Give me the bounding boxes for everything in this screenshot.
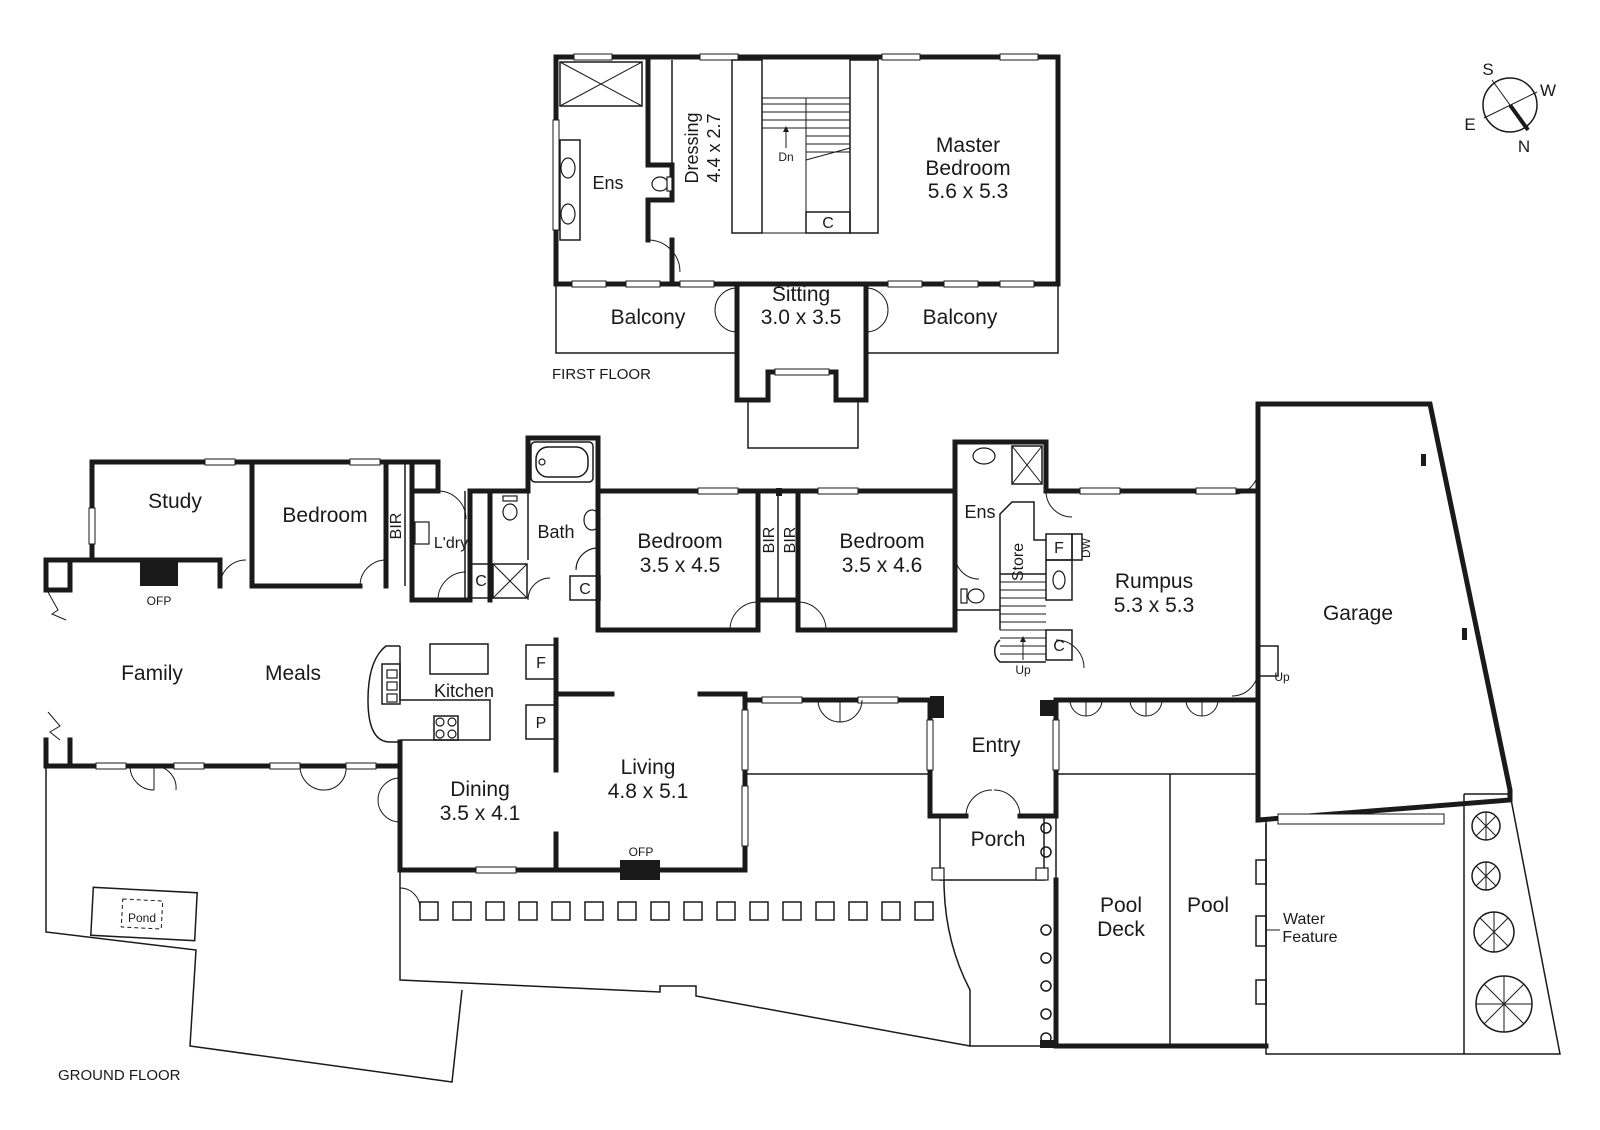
pergola-posts [419, 901, 934, 921]
pool-deck-plants [1040, 924, 1052, 1044]
pond-label: Pond [128, 911, 156, 925]
cupboard-label-first: C [822, 215, 834, 232]
ground-floor-title: GROUND FLOOR [58, 1067, 181, 1084]
living-label: Living [621, 756, 676, 779]
compass-west: W [1540, 81, 1556, 100]
porch-label: Porch [971, 828, 1026, 851]
pool-deck-label-2: Deck [1097, 918, 1145, 941]
store-label: Store [1010, 543, 1027, 581]
compass-south: S [1482, 60, 1493, 79]
dw-label: DW [1079, 537, 1093, 558]
bedroom-3-label: Bedroom [839, 530, 924, 553]
pond [90, 886, 198, 942]
dn-label: Dn [778, 150, 793, 164]
master-bedroom-size: 5.6 x 5.3 [928, 180, 1009, 203]
sitting-size: 3.0 x 3.5 [761, 306, 842, 329]
master-bedroom-label-2: Bedroom [925, 157, 1010, 180]
pool-label: Pool [1187, 894, 1229, 917]
bir-3-label: BIR [782, 527, 799, 554]
compass-east: E [1464, 115, 1475, 134]
dining-size: 3.5 x 4.1 [440, 802, 521, 825]
dining-label: Dining [450, 778, 510, 801]
laundry-label: L'dry [434, 535, 468, 552]
cupboard-laundry-label: C [475, 573, 487, 590]
bedroom-2-size: 3.5 x 4.5 [640, 554, 721, 577]
bath-label: Bath [537, 522, 574, 542]
ens-label-ground: Ens [964, 502, 995, 522]
bedroom-3-size: 3.5 x 4.6 [842, 554, 923, 577]
up-stairs-label: Up [1015, 663, 1031, 677]
entry-label: Entry [971, 734, 1021, 757]
bir-2-label: BIR [761, 527, 778, 554]
dressing-label: Dressing [682, 112, 702, 183]
kitchen-label: Kitchen [434, 681, 494, 701]
pantry-p-label: P [536, 715, 547, 732]
study-label: Study [148, 490, 202, 513]
rumpus-label: Rumpus [1115, 570, 1193, 593]
ground-floor-plan: Study Bedroom BIR L'dry Bath C C Bedroom… [43, 401, 1561, 1084]
ofp-family-label: OFP [147, 594, 172, 608]
cupboard-bath-label: C [579, 581, 591, 598]
rumpus-size: 5.3 x 5.3 [1114, 594, 1195, 617]
first-floor-title: FIRST FLOOR [552, 366, 651, 383]
up-garage-label: Up [1274, 670, 1290, 684]
ofp-living-label: OFP [629, 845, 654, 859]
bedroom-west-label: Bedroom [282, 504, 367, 527]
master-bedroom-label-1: Master [936, 134, 1000, 157]
sitting-label: Sitting [772, 283, 830, 306]
meals-label: Meals [265, 662, 321, 685]
first-floor-stairs [761, 97, 851, 234]
bedroom-2-label: Bedroom [637, 530, 722, 553]
living-size: 4.8 x 5.1 [608, 780, 689, 803]
compass-icon: S W E N [1464, 60, 1556, 156]
water-feature-label-1: Water [1283, 911, 1326, 928]
cupboard-stairs-label: C [1053, 638, 1065, 655]
balcony-left-label: Balcony [611, 306, 686, 329]
ground-stairs [993, 581, 1046, 663]
water-feature-label-2: Feature [1282, 929, 1337, 946]
dressing-size: 4.4 x 2.7 [704, 113, 724, 182]
fridge-label: F [1054, 540, 1064, 557]
bir-1-label: BIR [388, 513, 405, 540]
compass-north: N [1518, 137, 1530, 156]
shrub-icons [1471, 811, 1533, 1033]
pantry-f-label: F [536, 655, 546, 672]
first-floor-plan: Ens Dressing 4.4 x 2.7 Dn C Master Bedro… [552, 53, 1061, 449]
pool-deck-label-1: Pool [1100, 894, 1142, 917]
ens-label-first: Ens [592, 173, 623, 193]
family-label: Family [121, 662, 183, 685]
balcony-right-label: Balcony [923, 306, 998, 329]
garage-label: Garage [1323, 602, 1393, 625]
